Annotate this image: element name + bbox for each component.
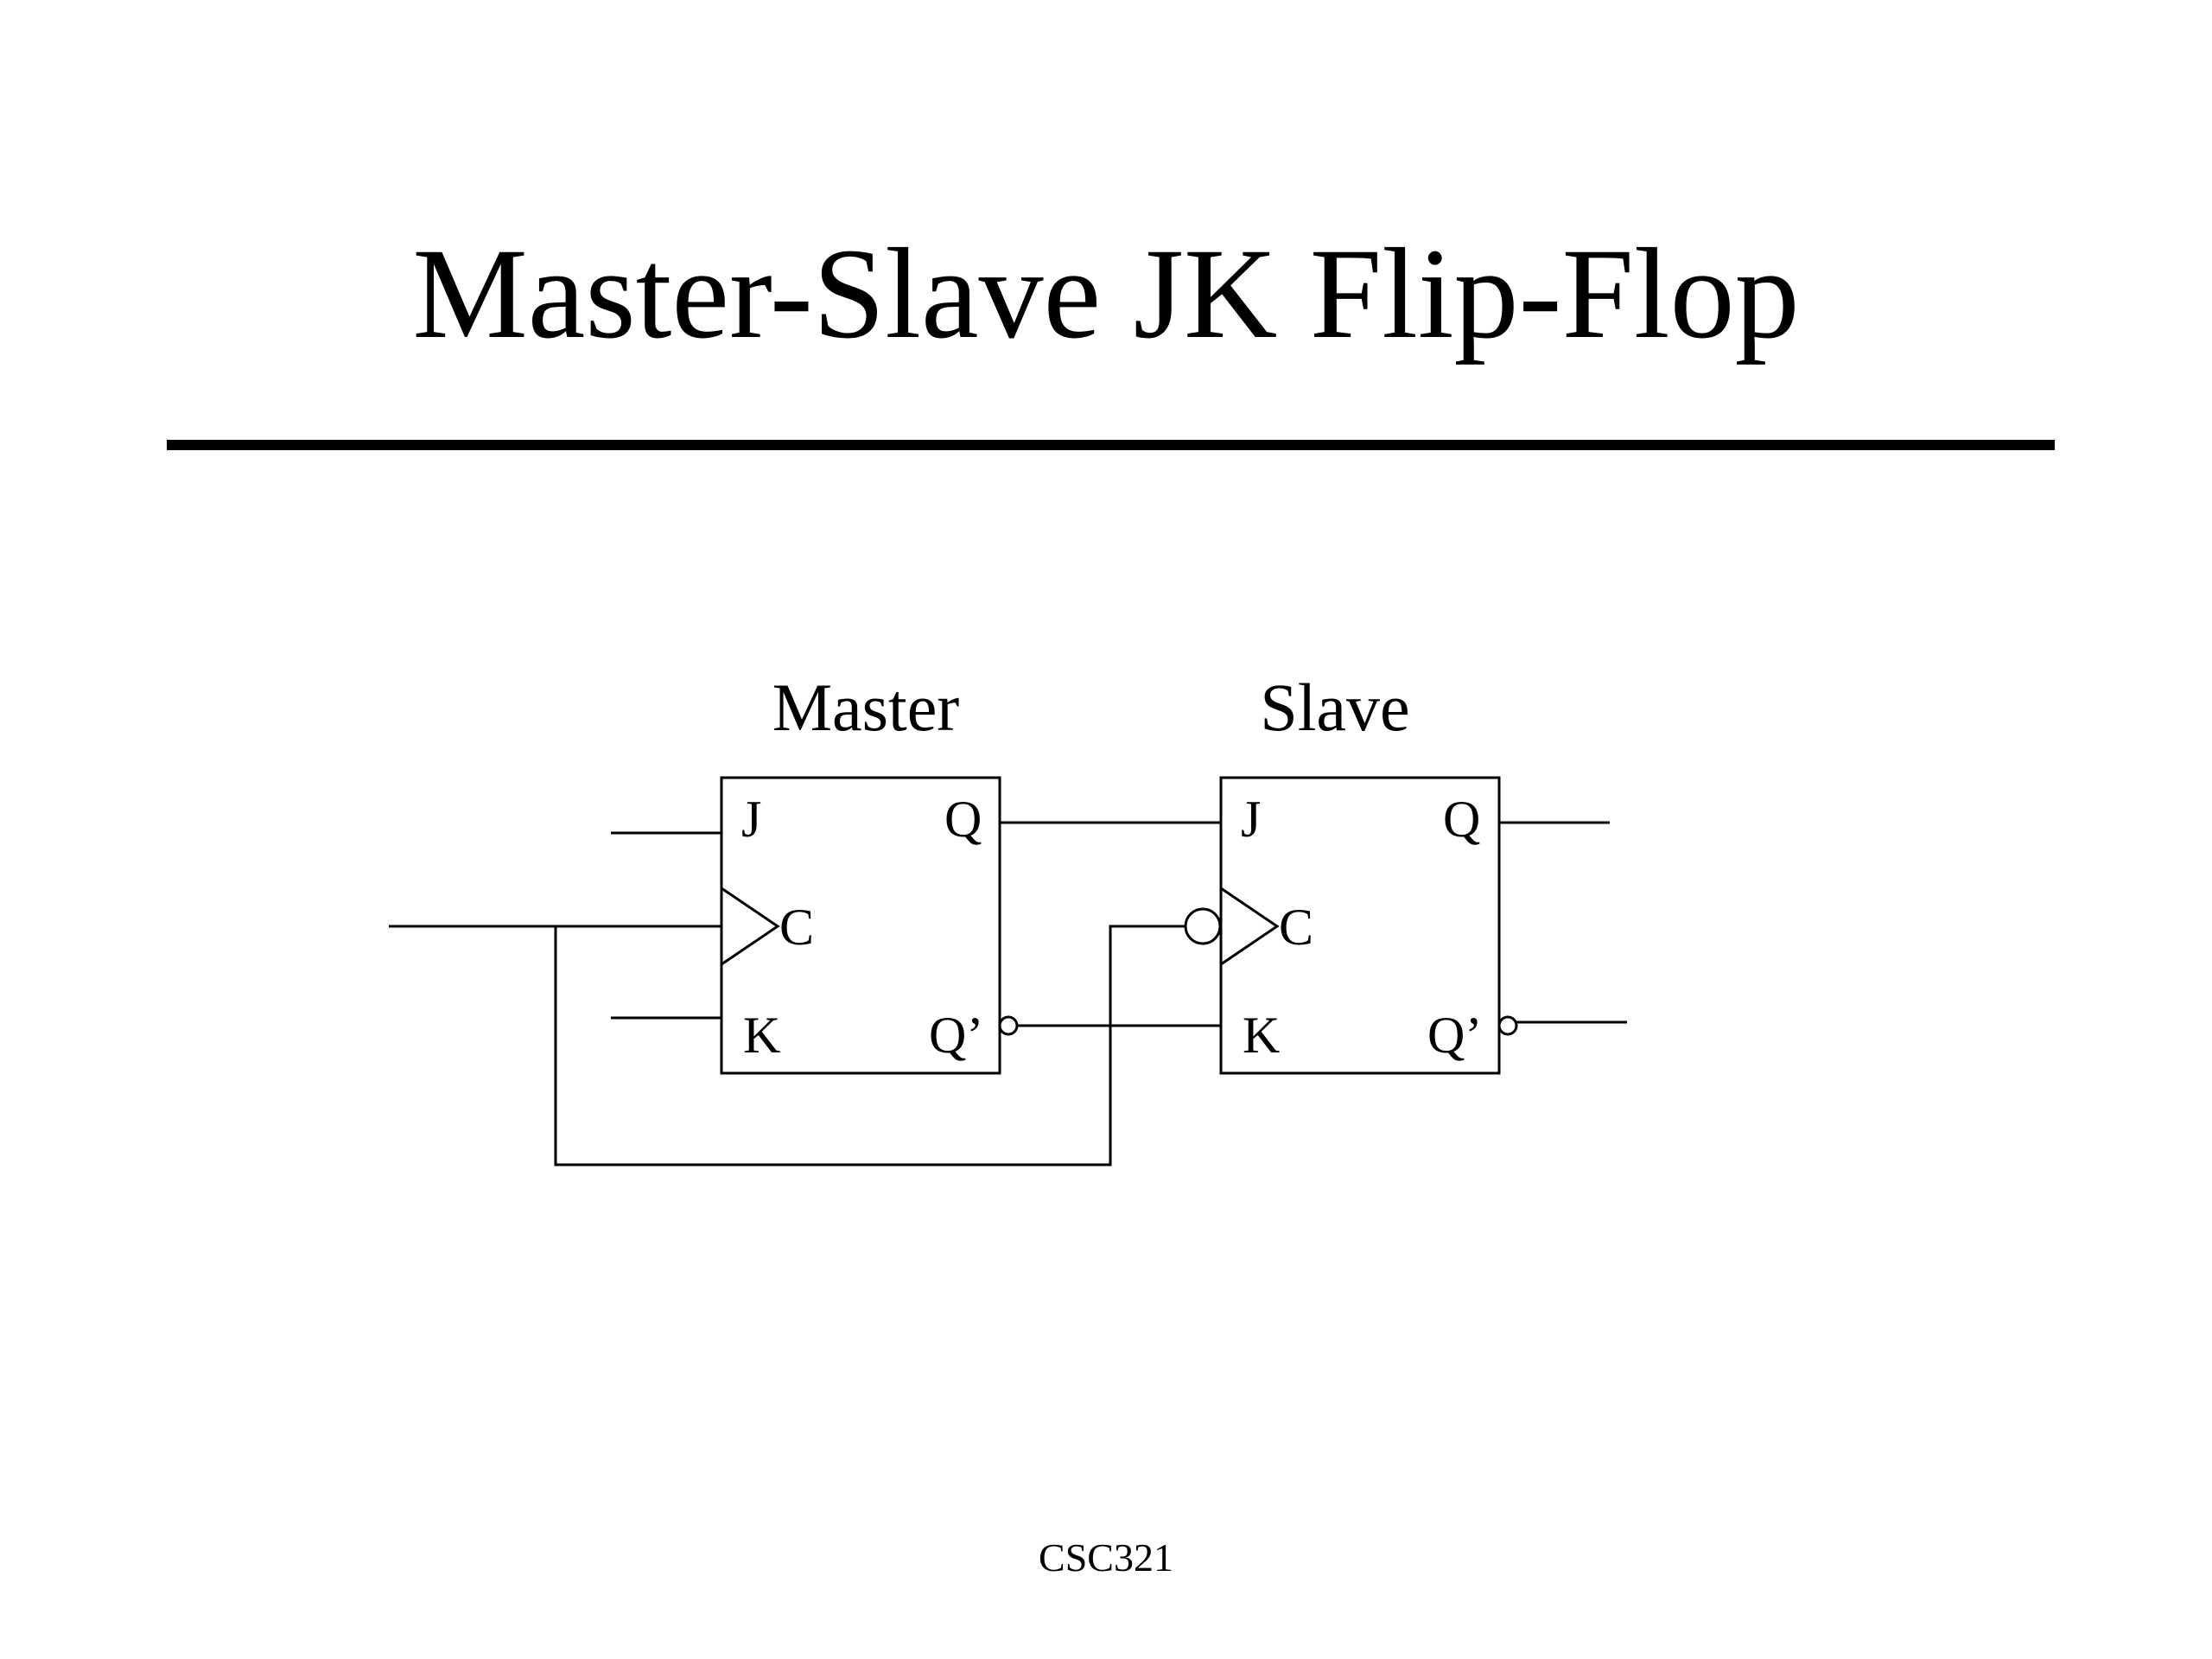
master-pin-q: Q [944, 791, 982, 848]
slave-pin-j: J [1241, 791, 1261, 848]
slide-footer: CSC321 [1039, 1535, 1173, 1580]
slave-pin-q: Q [1443, 791, 1480, 848]
slave-clock-triangle [1219, 886, 1280, 967]
master-flip-flop: J C K Q Q’ [720, 776, 1019, 1075]
master-label: Master [772, 670, 960, 745]
slave-pin-c: C [1279, 899, 1313, 956]
master-pin-j: J [741, 791, 761, 848]
title-divider [167, 440, 2055, 450]
slave-label: Slave [1260, 670, 1409, 745]
slave-pin-q-not: Q’ [1427, 1007, 1482, 1064]
master-pin-k: K [743, 1007, 780, 1064]
clock-feedback-wire [554, 925, 1185, 1166]
slave-clock-inversion-bubble [1184, 907, 1222, 945]
slave-pin-k: K [1243, 1007, 1280, 1064]
master-pin-q-not: Q’ [929, 1007, 983, 1064]
slave-flip-flop: J C K Q Q’ [1184, 776, 1518, 1075]
master-pin-c: C [779, 899, 814, 956]
slave-q-not-bubble [1497, 1015, 1518, 1036]
wires [389, 821, 1627, 1166]
master-q-not-bubble [998, 1015, 1019, 1036]
slide-title: Master-Slave JK Flip-Flop [412, 222, 1800, 365]
master-clock-triangle [720, 886, 780, 967]
